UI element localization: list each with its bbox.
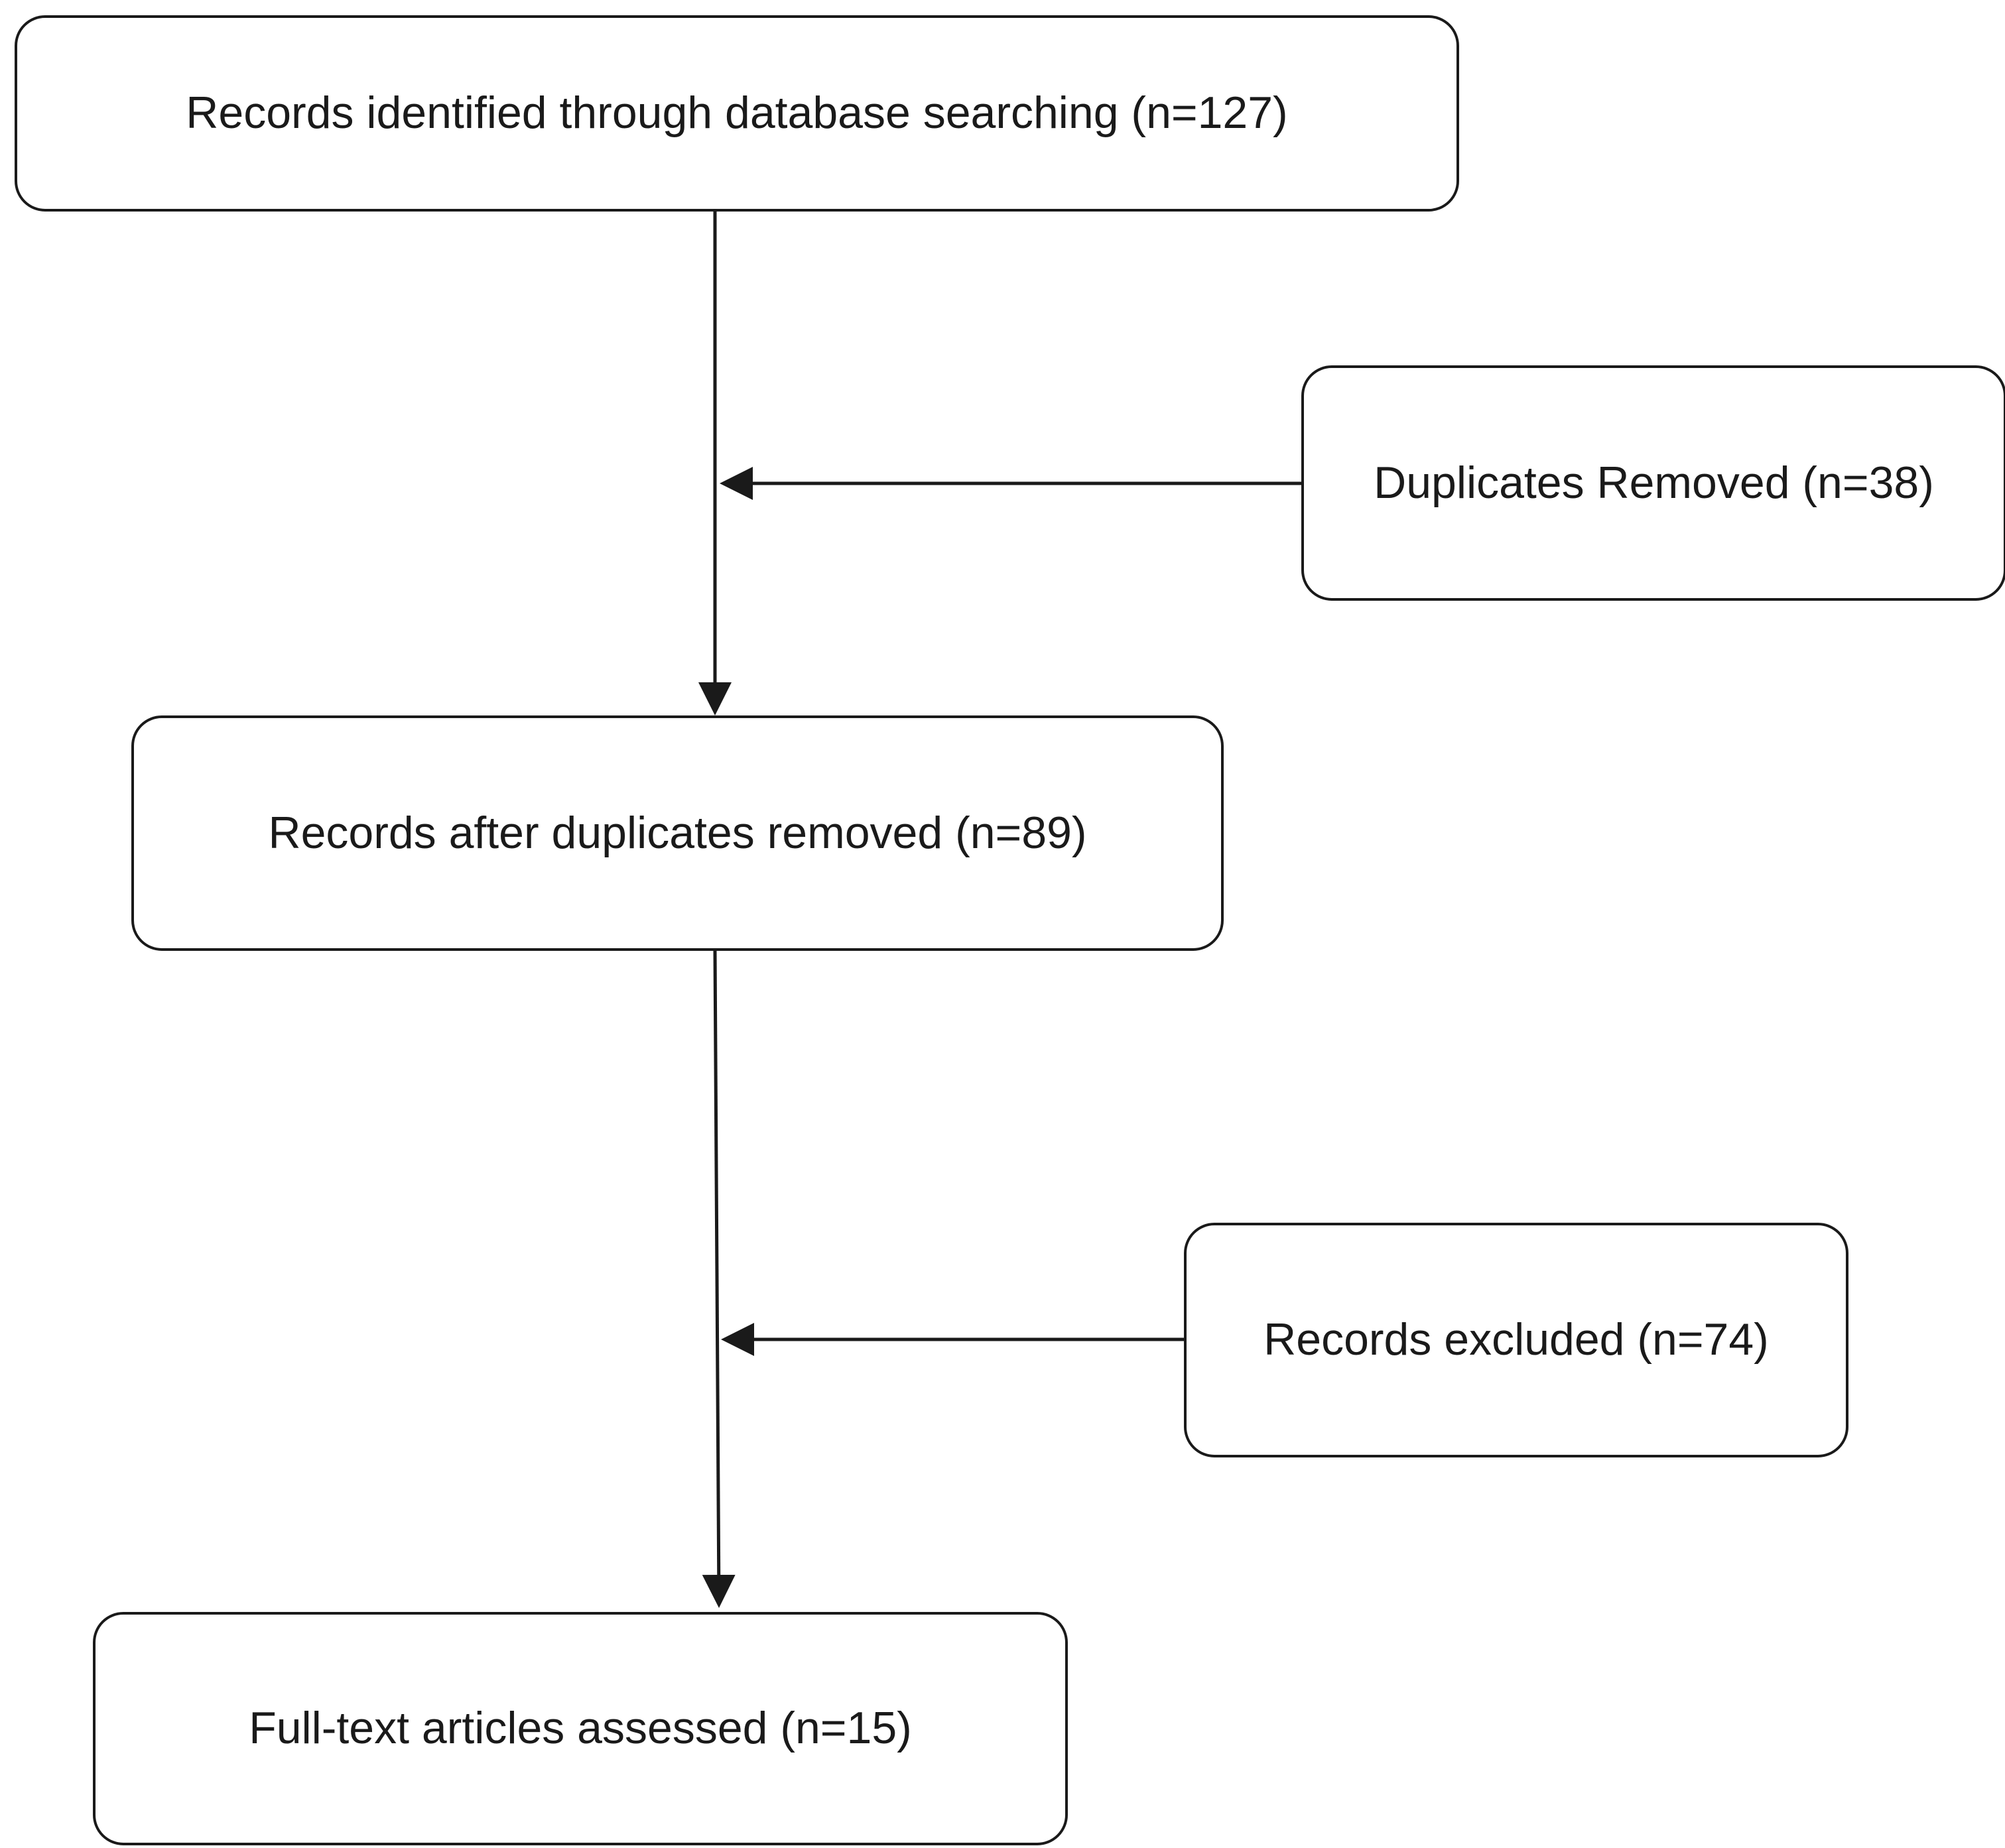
records-after-duplicates-label: Records after duplicates removed (n=89)	[268, 807, 1087, 858]
records-after-duplicates-box: Records after duplicates removed (n=89)	[131, 715, 1224, 951]
duplicates-removed-label: Duplicates Removed (n=38)	[1374, 457, 1934, 508]
duplicates-removed-box: Duplicates Removed (n=38)	[1301, 365, 2005, 601]
records-excluded-label: Records excluded (n=74)	[1263, 1314, 1769, 1365]
full-text-assessed-label: Full-text articles assessed (n=15)	[249, 1703, 912, 1754]
arrow-after-to-fulltext	[702, 950, 736, 1608]
records-identified-box: Records identified through database sear…	[15, 15, 1459, 212]
records-identified-label: Records identified through database sear…	[186, 88, 1288, 139]
full-text-assessed-box: Full-text articles assessed (n=15)	[93, 1612, 1068, 1845]
records-excluded-box: Records excluded (n=74)	[1184, 1223, 1848, 1457]
